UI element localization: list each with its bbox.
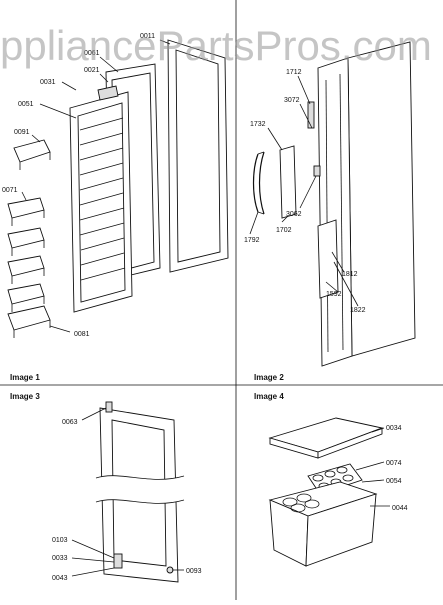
label-1822: 1822	[350, 307, 366, 314]
panel-2-leaders	[249, 75, 359, 307]
label-1732: 1732	[250, 121, 266, 128]
label-0043: 0043	[52, 575, 68, 582]
label-0044: 0044	[392, 505, 408, 512]
top-hinge-pin	[105, 401, 113, 413]
door-liner-ribs	[79, 117, 126, 281]
label-1792: 1792	[244, 237, 260, 244]
upper-hinge	[307, 101, 315, 129]
trim-cap	[97, 85, 119, 101]
door-bin-3	[7, 255, 45, 284]
panel-1-door-assembly: 0011 0061 0021 0031 0051 0091 0071 0081	[2, 33, 229, 338]
label-1812: 1812	[342, 271, 358, 278]
door-bin-5	[7, 305, 51, 338]
label-0031: 0031	[40, 79, 56, 86]
bottom-hinge-bracket	[113, 553, 123, 569]
panel-4-leaders	[355, 427, 390, 507]
door-handle	[252, 153, 259, 213]
label-0103: 0103	[52, 537, 68, 544]
label-1712: 1712	[286, 69, 302, 76]
panel-3-leaders	[71, 407, 184, 577]
label-0063: 0063	[62, 419, 78, 426]
label-0091: 0091	[14, 129, 30, 136]
middle-hinge-bracket	[313, 165, 321, 177]
label-0061: 0061	[84, 50, 100, 57]
caption-image-2: Image 2	[254, 373, 284, 382]
ice-bin-cubes	[282, 493, 320, 513]
label-1592: 1592	[326, 291, 342, 298]
door-bin-4	[7, 283, 45, 312]
caption-image-4: Image 4	[254, 392, 284, 401]
panel-1-leaders	[21, 39, 171, 333]
outer-door-inner-face	[175, 49, 221, 263]
label-0071: 0071	[2, 187, 18, 194]
door-liner-inner	[77, 102, 126, 303]
label-0033: 0033	[52, 555, 68, 562]
lower-trim-strip	[317, 219, 339, 299]
cabinet-trim-strip	[279, 145, 297, 219]
label-0051: 0051	[18, 101, 34, 108]
label-0034: 0034	[386, 425, 402, 432]
panel-2-cabinet-assembly: 1712 3072 1732 3062 1702 1792 1812 1592 …	[244, 41, 416, 367]
break-band	[96, 475, 184, 504]
label-0011: 0011	[140, 33, 155, 40]
label-3072: 3072	[284, 97, 300, 104]
label-0093: 0093	[186, 568, 202, 575]
label-0074: 0074	[386, 460, 402, 467]
panel-4-ice-bin: 0034 0074 0054 0044	[268, 417, 408, 567]
label-0054: 0054	[386, 478, 402, 485]
cabinet-front-edge	[317, 57, 353, 367]
label-0081: 0081	[74, 331, 90, 338]
label-3062: 3062	[286, 211, 302, 218]
door-bin-2	[7, 227, 45, 256]
door-bin-1	[7, 197, 45, 226]
panel-3-freezer-door: 0063 0103 0033 0043 0093	[52, 401, 202, 583]
ice-bin-lid-side	[317, 427, 383, 459]
label-1702: 1702	[276, 227, 292, 234]
caption-image-3: Image 3	[10, 392, 40, 401]
label-0021: 0021	[84, 67, 100, 74]
door-shelf-dairy	[13, 139, 51, 170]
caption-image-1: Image 1	[10, 373, 40, 382]
ice-bin-side	[305, 493, 377, 567]
